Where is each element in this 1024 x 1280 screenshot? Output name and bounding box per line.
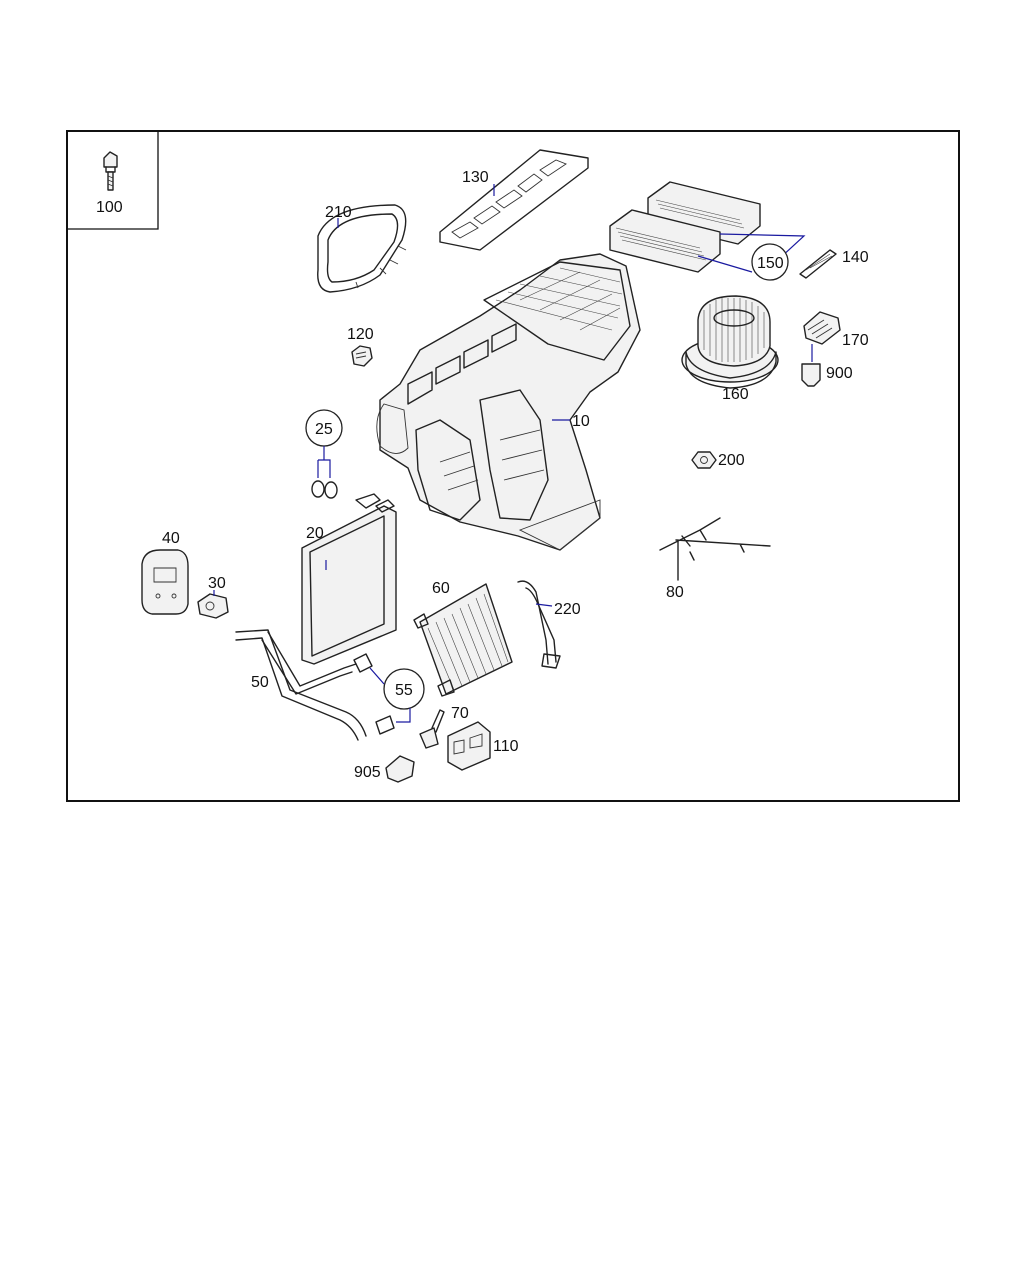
leader-25 xyxy=(317,446,331,478)
label-70: 70 xyxy=(451,705,469,722)
evaporator-part xyxy=(301,493,397,665)
label-170: 170 xyxy=(842,332,869,349)
blower-resistor-part xyxy=(803,311,841,345)
gasket-part xyxy=(439,149,589,251)
o-ring-part xyxy=(311,480,338,499)
heater-core-part xyxy=(413,583,513,697)
seal-ring-part xyxy=(353,653,395,735)
label-110: 110 xyxy=(493,738,519,755)
cover-part xyxy=(141,549,189,615)
leader-55 xyxy=(369,667,411,723)
leader-220 xyxy=(535,603,553,607)
small-filter-part xyxy=(799,249,837,279)
label-130: 130 xyxy=(462,169,489,186)
label-200: 200 xyxy=(718,452,745,469)
label-30: 30 xyxy=(208,575,226,592)
label-60: 60 xyxy=(432,580,450,597)
cabin-filter-part xyxy=(609,181,761,273)
hose-part xyxy=(517,580,561,669)
label-20: 20 xyxy=(306,525,324,542)
wiring-harness-part xyxy=(659,517,771,581)
label-900: 900 xyxy=(826,365,853,382)
label-120: 120 xyxy=(347,326,374,343)
expansion-valve-part xyxy=(197,593,229,619)
callout-55 xyxy=(383,668,425,710)
leader-150 xyxy=(697,233,806,273)
bolt-inset-box xyxy=(67,131,159,230)
diagram-frame xyxy=(66,130,960,802)
label-100: 100 xyxy=(96,199,123,216)
label-25: 25 xyxy=(315,421,333,438)
label-40: 40 xyxy=(162,530,180,547)
connector-900-part xyxy=(801,363,821,387)
refrigerant-line-part xyxy=(235,629,367,741)
label-210: 210 xyxy=(325,204,352,221)
label-10: 10 xyxy=(572,413,590,430)
label-140: 140 xyxy=(842,249,869,266)
bolt-part xyxy=(103,151,118,191)
label-50: 50 xyxy=(251,674,269,691)
label-905: 905 xyxy=(354,764,381,781)
blower-motor-part xyxy=(681,295,779,389)
actuator-part xyxy=(447,721,491,771)
cap-part xyxy=(351,345,373,367)
label-220: 220 xyxy=(554,601,581,618)
sensor-part xyxy=(419,709,445,749)
callout-150 xyxy=(751,243,789,281)
label-55: 55 xyxy=(395,682,413,699)
label-160: 160 xyxy=(722,386,749,403)
hvac-housing-part xyxy=(376,253,641,551)
label-150: 150 xyxy=(757,255,784,272)
nut-part xyxy=(691,451,717,469)
seal-part xyxy=(317,204,407,293)
label-80: 80 xyxy=(666,584,684,601)
clip-905-part xyxy=(385,755,415,783)
